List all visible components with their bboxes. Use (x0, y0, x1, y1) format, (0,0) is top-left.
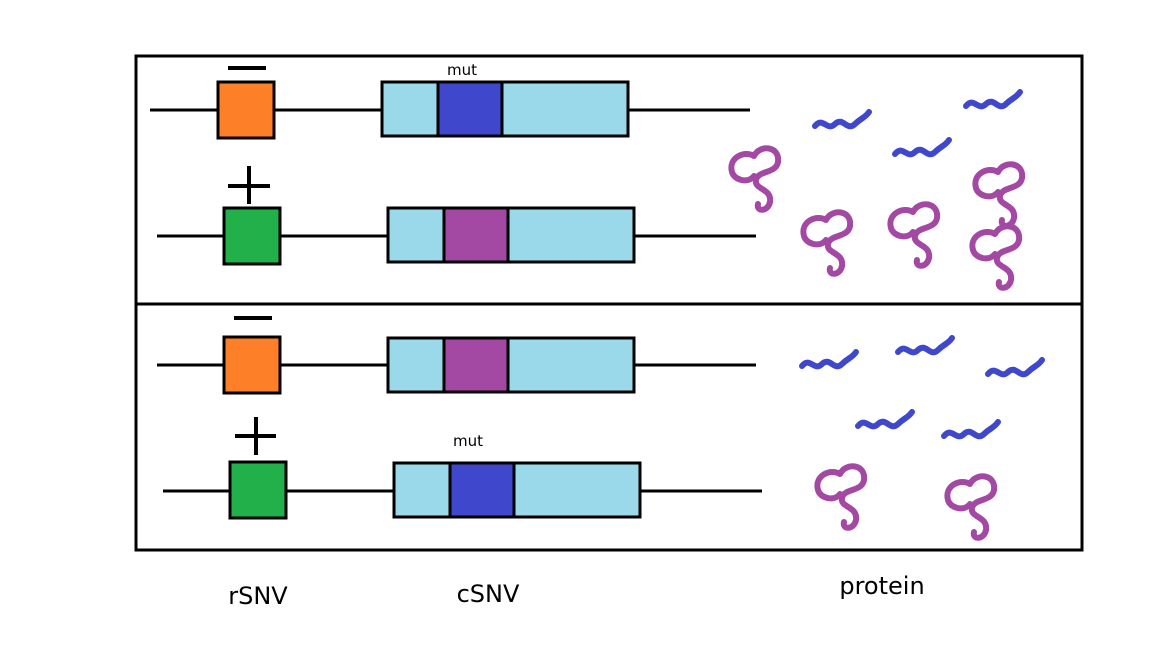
unfolded-protein-icon (895, 140, 949, 154)
folded-protein-icon (890, 204, 937, 265)
protein-cluster-top (731, 92, 1022, 288)
exon-right (500, 80, 630, 138)
csnv-variant-box (442, 206, 510, 264)
exon-right (506, 336, 636, 394)
unfolded-protein-icon (944, 422, 998, 436)
rsnv-column-label: rSNV (228, 582, 288, 610)
bottom-panel: mut (157, 316, 1042, 538)
gene-row-bottom-1 (157, 316, 756, 395)
folded-protein-icon (972, 226, 1019, 287)
unfolded-protein-icon (858, 412, 912, 426)
unfolded-protein-icon (966, 92, 1020, 106)
csnv-mut-box (448, 461, 516, 519)
gene-row-top-2 (157, 166, 756, 266)
top-panel: mut (150, 61, 1022, 288)
rsnv-box-plus (222, 206, 282, 266)
unfolded-protein-icon (898, 338, 952, 352)
protein-cluster-bottom (802, 338, 1042, 538)
csnv-column-label: cSNV (457, 580, 520, 608)
folded-protein-icon (731, 148, 778, 209)
mut-label-bottom: mut (453, 432, 483, 450)
folded-protein-icon (817, 466, 864, 527)
unfolded-protein-icon (988, 360, 1042, 374)
unfolded-protein-icon (815, 112, 869, 126)
folded-protein-icon (803, 212, 850, 273)
csnv-mut-box (436, 80, 504, 138)
exon-left (392, 461, 452, 519)
exon-left (380, 80, 440, 138)
unfolded-protein-icon (802, 352, 856, 366)
exon-left (386, 336, 446, 394)
protein-column-label: protein (839, 572, 924, 600)
exon-left (386, 206, 446, 264)
csnv-variant-box (442, 336, 510, 394)
gene-row-bottom-2: mut (163, 417, 762, 520)
exon-right (506, 206, 636, 264)
mut-label-top: mut (447, 61, 477, 79)
folded-protein-icon (975, 164, 1022, 225)
gene-row-top-1: mut (150, 61, 750, 140)
exon-right (512, 461, 642, 519)
rsnv-box-minus (216, 80, 276, 140)
rsnv-box-plus (228, 460, 288, 520)
folded-protein-icon (947, 476, 994, 537)
rsnv-box-minus (222, 335, 282, 395)
